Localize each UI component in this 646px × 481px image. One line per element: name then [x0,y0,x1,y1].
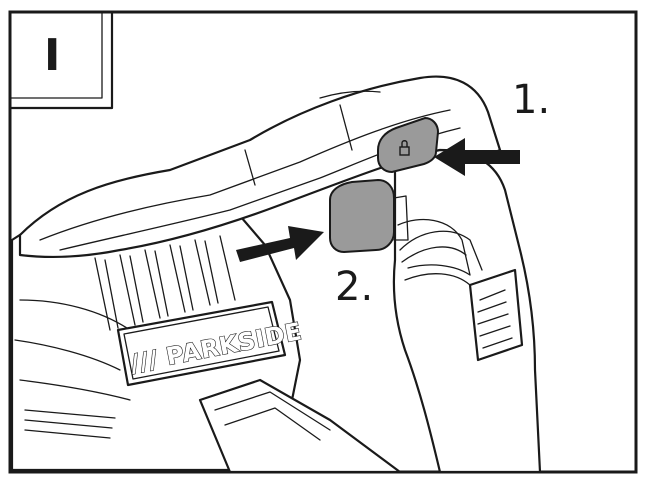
padlock-icon [399,140,410,156]
trigger [329,178,395,254]
step-label-2: 2. [335,264,373,310]
grip-vents [468,268,524,362]
tool-illustration: /// PARKSIDE [10,75,542,474]
arrow-step-2 [236,226,324,262]
grip [392,148,542,474]
step-label-1: 1. [512,77,550,123]
lock-off-button [377,116,440,174]
arrow-step-1 [434,138,520,176]
motor-ribs [94,235,236,331]
panel-label-box: I [8,10,114,110]
panel-label: I [44,30,60,81]
